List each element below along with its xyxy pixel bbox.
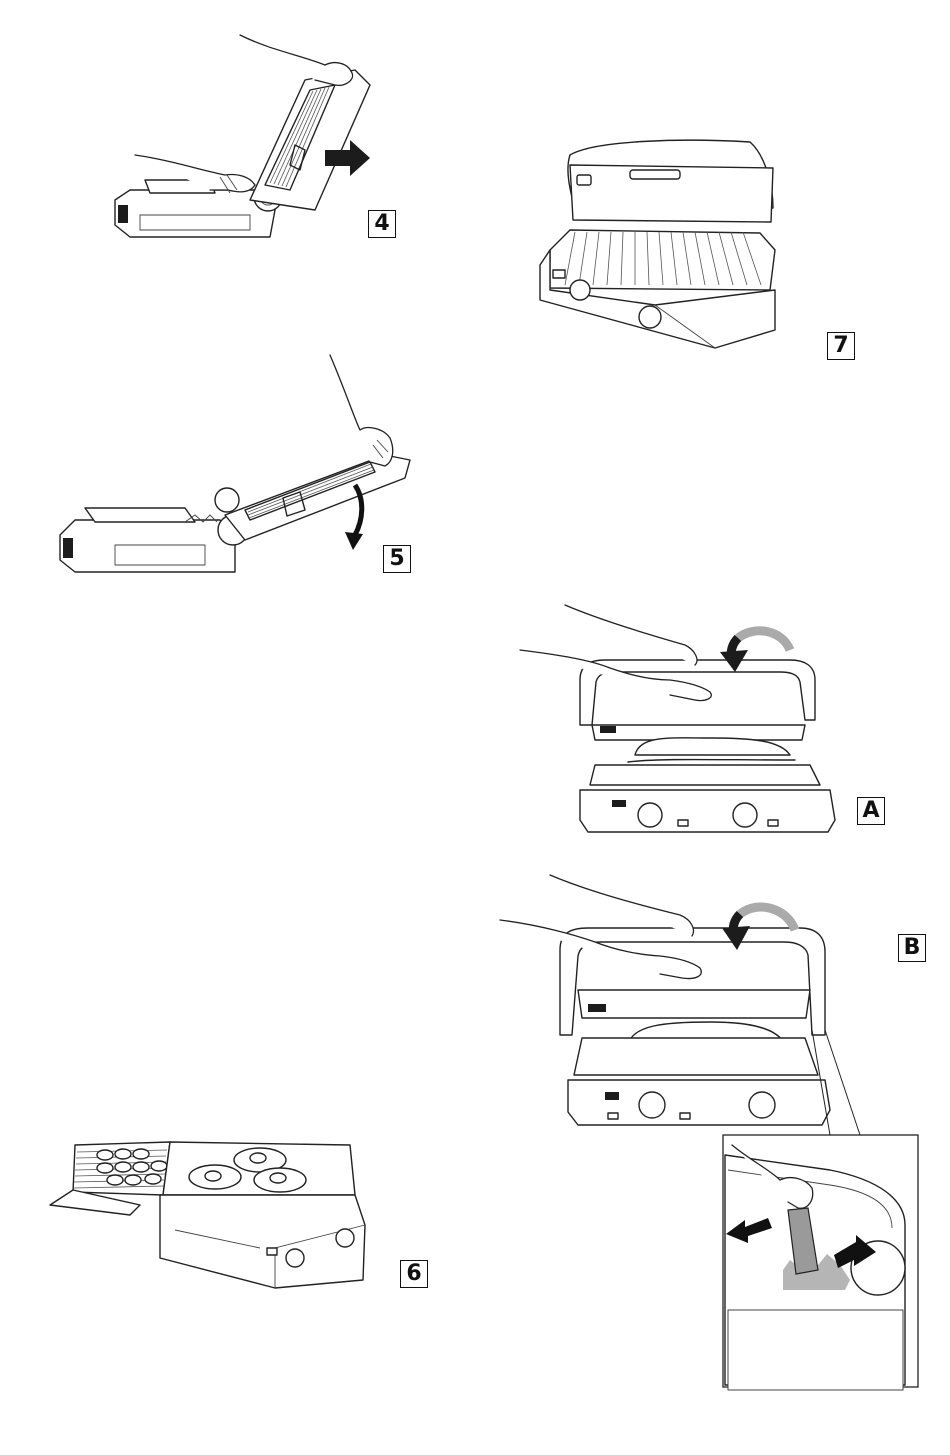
- figure-7-label: 7: [827, 332, 855, 360]
- figure-b-label: B: [898, 934, 926, 962]
- figure-5-illustration: [55, 350, 415, 580]
- figure-4-illustration: [100, 25, 400, 250]
- figure-4: 4: [100, 25, 400, 250]
- figure-6-illustration: [45, 1130, 430, 1290]
- figure-7: 7: [535, 130, 865, 365]
- figure-4-label: 4: [368, 210, 396, 238]
- hinge-detail-inset: [723, 1135, 918, 1390]
- figure-5-label: 5: [383, 545, 411, 573]
- figure-a: A: [520, 600, 890, 835]
- figure-7-illustration: [535, 130, 865, 365]
- figure-5: 5: [55, 350, 415, 580]
- figure-a-label: A: [857, 797, 885, 825]
- figure-a-illustration: [520, 600, 890, 835]
- figure-6-label: 6: [400, 1260, 428, 1288]
- figure-b: B: [500, 870, 940, 1390]
- figure-b-illustration: [500, 870, 940, 1390]
- figure-6: 6: [45, 1130, 430, 1290]
